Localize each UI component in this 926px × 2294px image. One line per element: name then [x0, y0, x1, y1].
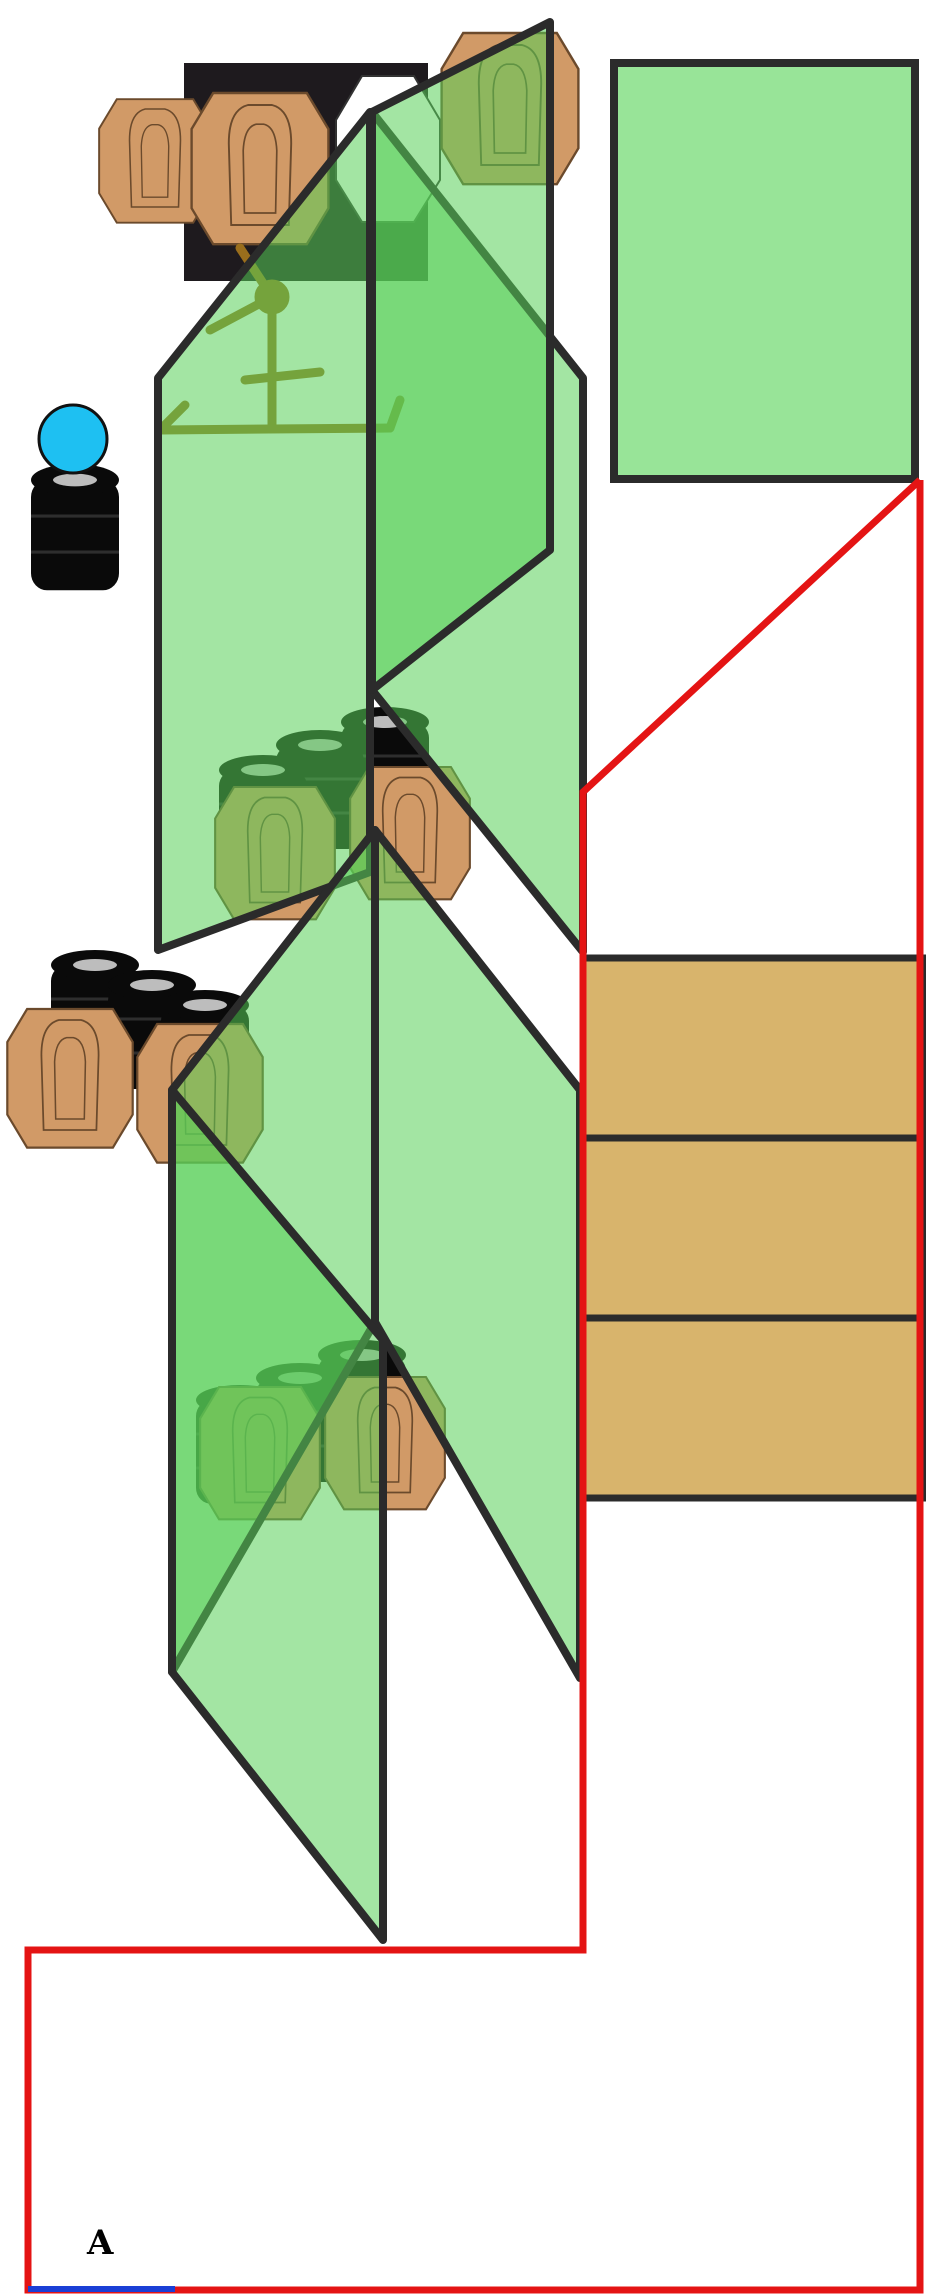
- barricade-1: [579, 954, 926, 1142]
- barricade-3: [579, 1314, 926, 1502]
- shooting-box-top: [610, 59, 919, 483]
- target-cluster-left-1: [6, 1007, 134, 1149]
- fault-line: [24, 477, 924, 2294]
- wall-lower-left: [168, 1086, 387, 1944]
- popper-on-barrels: [29, 403, 121, 592]
- shooting-area: [579, 59, 926, 1502]
- start-position-label: A: [86, 2223, 114, 2263]
- steel-popper: [37, 403, 109, 475]
- wall-middle-right: [371, 826, 584, 1682]
- barricade-2: [579, 1134, 926, 1322]
- barrel-popper-base: [29, 462, 121, 592]
- wall-top-panel: [368, 18, 554, 694]
- vision-barriers: [154, 18, 587, 1944]
